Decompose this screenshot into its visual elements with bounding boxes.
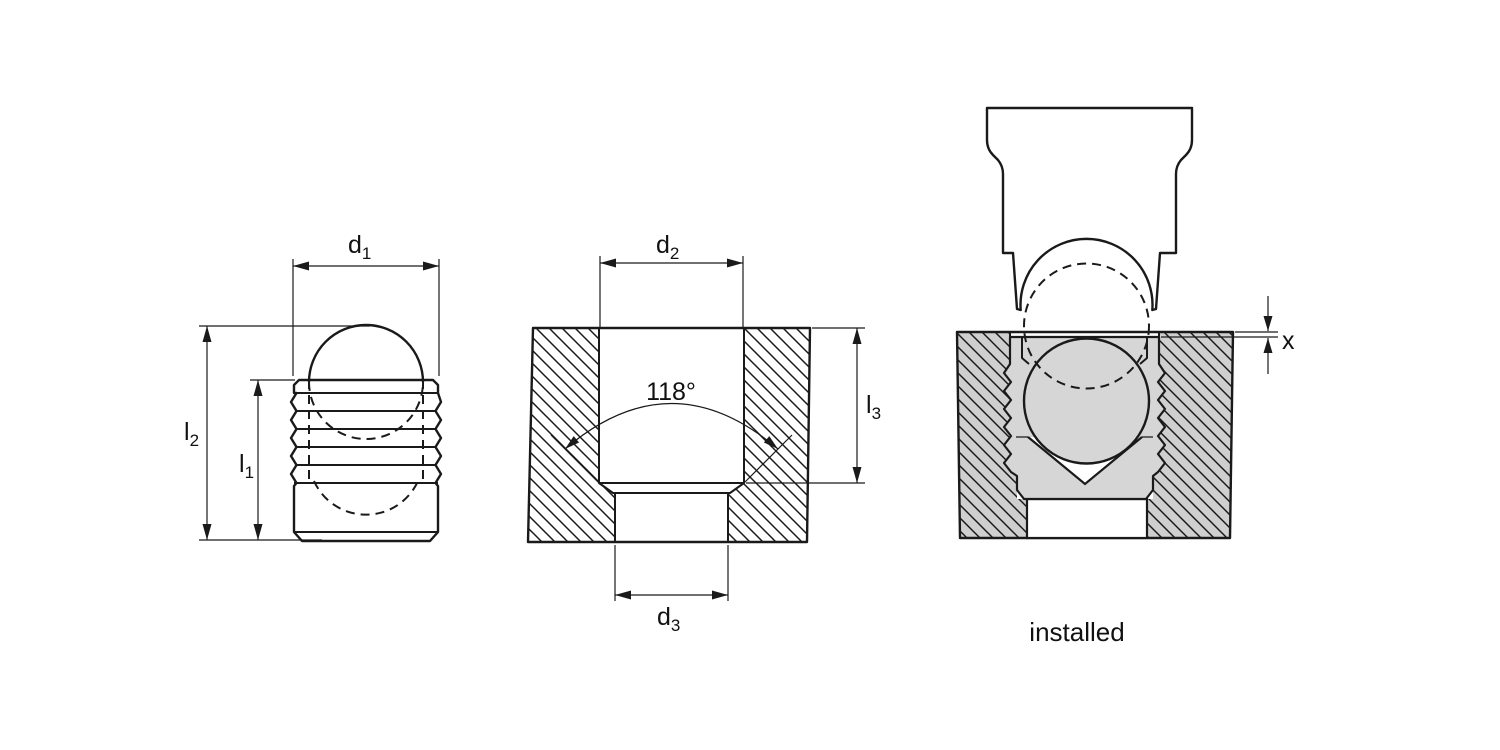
l1-sub: 1 (245, 463, 254, 482)
drill-angle-arc (564, 403, 779, 450)
dim-d3: d3 (614, 545, 729, 635)
angle-arrow-left (565, 436, 580, 449)
d1-base: d (348, 231, 362, 259)
d3-sub: 3 (671, 616, 680, 635)
angle-label: 118° (646, 378, 696, 406)
d2-base: d (656, 231, 670, 259)
l2-base: l (184, 418, 190, 446)
dim-x: x (1161, 296, 1295, 374)
press-punch (985, 106, 1194, 312)
x-lines (1161, 296, 1278, 374)
x-label: x (1282, 327, 1295, 355)
x-arrow-bottom (1263, 338, 1273, 353)
l2-sub: 2 (190, 431, 199, 450)
d2-label: d2 (656, 231, 679, 263)
ball-raised-dashed (1023, 262, 1150, 390)
hidden-seat-arc (313, 480, 419, 516)
d2-sub: 2 (670, 244, 679, 263)
hidden-bore-walls (308, 380, 424, 481)
view-hole-section: 118° d2 d3 l3 (526, 231, 881, 635)
dim-d1: d1 (292, 231, 440, 376)
d2-arrow-left (600, 258, 616, 268)
dim-l3: l3 (746, 327, 881, 484)
d2-arrow-right (727, 258, 743, 268)
l1-base: l (239, 450, 245, 478)
l2-label: l2 (184, 418, 199, 450)
dim-l2: l2 (184, 325, 370, 541)
dim-d2: d2 (599, 231, 744, 327)
l3-base: l (866, 391, 872, 419)
l2-lines (199, 325, 370, 541)
l3-arrow-top (852, 328, 862, 344)
angle-arrow-right (763, 436, 778, 449)
d1-arrow-right (423, 261, 439, 271)
installed-block-hatch (957, 332, 1233, 538)
ball-installed (1022, 337, 1151, 465)
l1-lines (250, 379, 295, 540)
drill-angle: 118° (550, 378, 793, 484)
installed-block-outline (955, 330, 1235, 540)
d1-lines (292, 259, 440, 376)
l2-arrow-top (202, 326, 212, 342)
d3-arrow-right (712, 590, 728, 600)
hole-block-hatch (528, 328, 810, 542)
dim-l1: l1 (239, 379, 295, 540)
d3-arrow-left (615, 590, 631, 600)
l3-lines (746, 327, 865, 484)
d2-lines (599, 256, 744, 327)
d3-lines (614, 545, 729, 601)
plug-rib-lines (294, 392, 438, 533)
hidden-ball-lower-arc (308, 381, 424, 440)
drill-flank-lines (550, 434, 793, 484)
through-hole (1025, 497, 1149, 540)
d1-arrow-left (293, 261, 309, 271)
d3-label: d3 (657, 603, 680, 635)
ball-plug-body (289, 378, 443, 543)
l3-sub: 3 (872, 404, 881, 423)
view-plug-side: d1 l2 l1 (184, 231, 443, 543)
installed-caption: installed (1029, 617, 1124, 647)
l3-arrow-bottom (852, 467, 862, 483)
hole-block-outline (526, 326, 812, 544)
d1-sub: 1 (362, 244, 371, 263)
ball-outline (307, 323, 425, 383)
d3-base: d (657, 603, 671, 631)
l2-arrow-bottom (202, 524, 212, 540)
l1-label: l1 (239, 450, 254, 482)
l1-arrow-top (253, 380, 263, 396)
view-installed: x installed (955, 106, 1295, 647)
d1-label: d1 (348, 231, 371, 263)
l3-label: l3 (866, 391, 881, 423)
l1-arrow-bottom (253, 524, 263, 540)
bore-cavity-lines (598, 328, 745, 542)
x-arrow-top (1263, 316, 1273, 331)
